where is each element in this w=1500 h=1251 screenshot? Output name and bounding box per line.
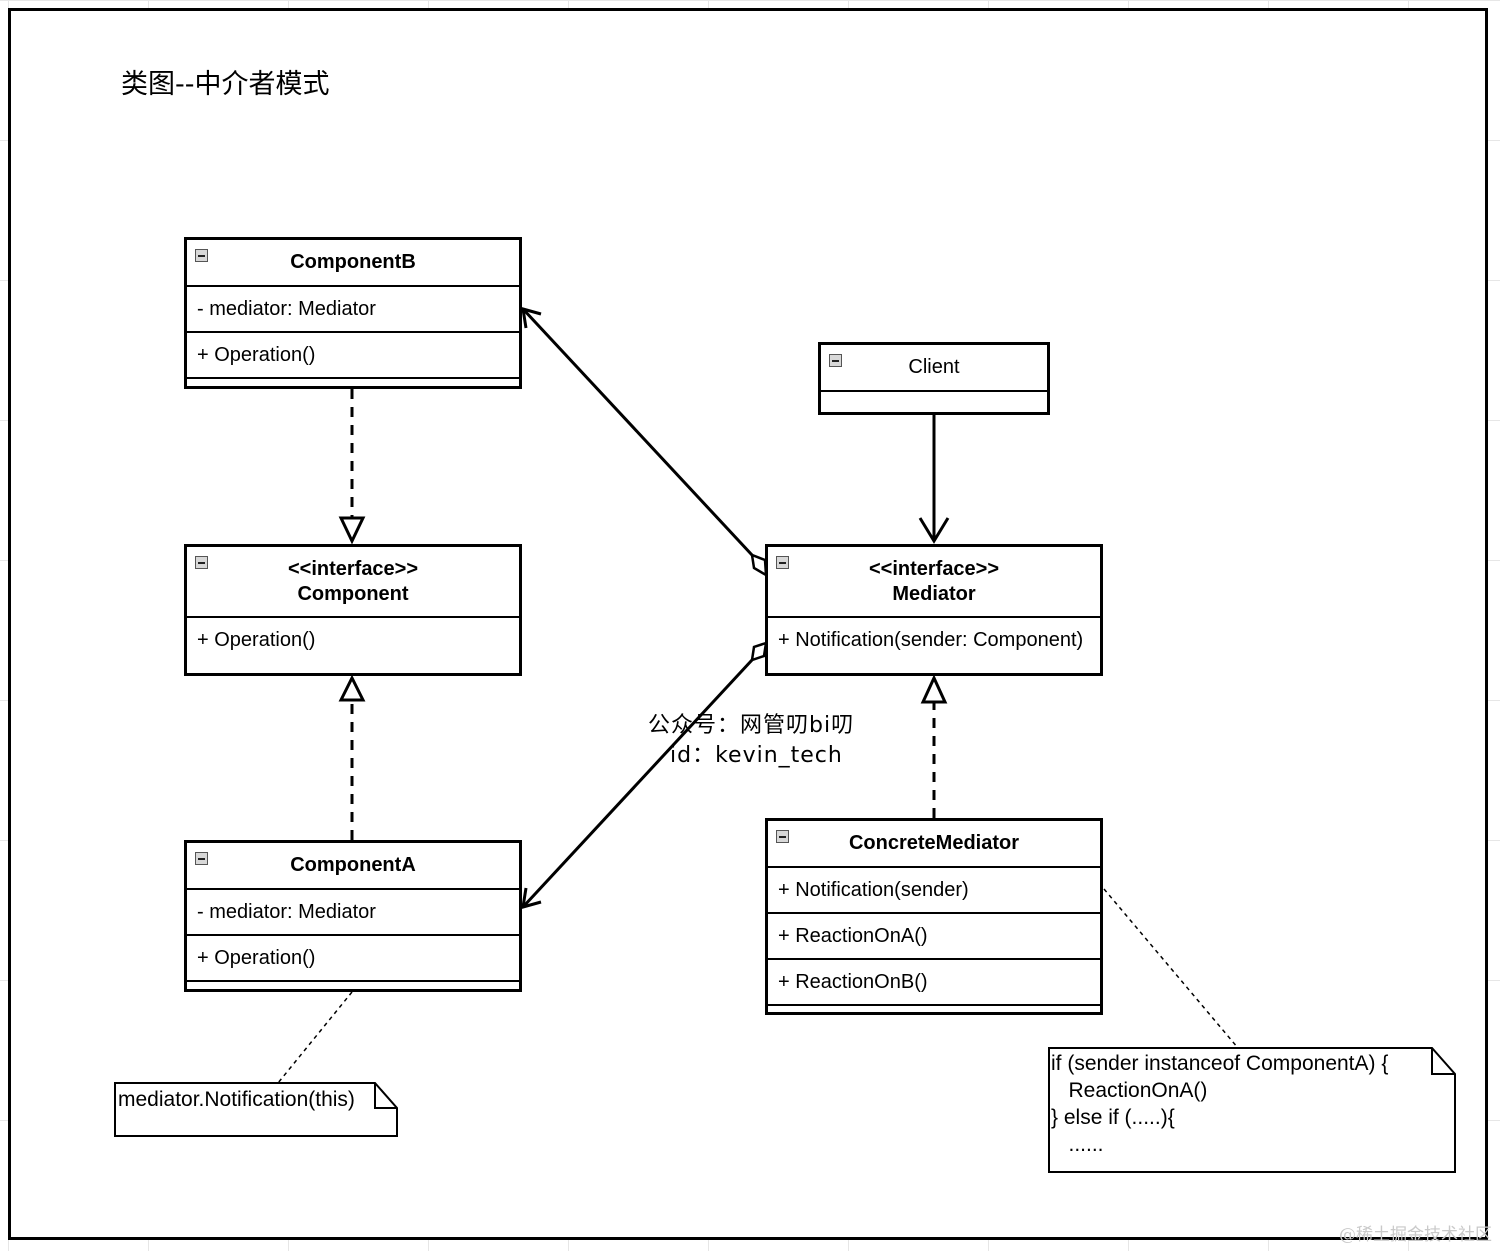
collapse-icon[interactable]	[195, 556, 208, 569]
class-stereotype: <<interface>>	[868, 557, 1000, 580]
note-line: if (sender instanceof ComponentA) {	[1051, 1052, 1389, 1075]
realization-componentb-to-component	[338, 389, 366, 545]
operation-row: + ReactionOnB()	[768, 960, 1100, 1006]
diagram-title: 类图--中介者模式	[121, 69, 330, 100]
collapse-icon[interactable]	[195, 852, 208, 865]
note-anchor-componenta	[277, 991, 353, 1084]
watermark-id: id：kevin_tech	[670, 743, 843, 768]
class-name: ComponentA	[290, 854, 416, 876]
collapse-icon[interactable]	[776, 830, 789, 843]
class-componenta[interactable]: ComponentA - mediator: Mediator + Operat…	[184, 840, 522, 992]
class-header: ComponentB	[187, 240, 519, 287]
class-mediator-interface[interactable]: <<interface>> Mediator + Notification(se…	[765, 544, 1103, 676]
operation-row: + Operation()	[187, 333, 519, 379]
class-componentb[interactable]: ComponentB - mediator: Mediator + Operat…	[184, 237, 522, 389]
class-footer	[187, 379, 519, 388]
attribute-row: - mediator: Mediator	[187, 287, 519, 333]
note-componenta-text: mediator.Notification(this)	[118, 1088, 355, 1111]
operation-row: + Notification(sender: Component)	[778, 629, 1084, 651]
class-name: ComponentB	[290, 251, 416, 273]
class-component-interface[interactable]: <<interface>> Component + Operation()	[184, 544, 522, 676]
note-shape-concretemediator	[1048, 1047, 1456, 1173]
class-footer	[187, 982, 519, 991]
operation-row: + Operation()	[197, 629, 316, 651]
corner-watermark: @稀土掘金技术社区	[1339, 1225, 1492, 1245]
class-name: Client	[908, 356, 960, 378]
class-stereotype: <<interface>>	[287, 557, 419, 580]
watermark-account: 公众号：网管叨bi叨	[648, 713, 855, 738]
collapse-icon[interactable]	[195, 249, 208, 262]
operation-row: + Notification(sender)	[768, 868, 1100, 914]
realization-concretemediator-to-mediator	[920, 674, 948, 818]
note-line: ReactionOnA()	[1051, 1079, 1208, 1102]
aggregation-mediator-to-componentb	[521, 306, 768, 578]
note-shape-componenta	[114, 1082, 398, 1137]
note-anchor-concretemediator	[1103, 888, 1239, 1049]
class-header: ComponentA	[187, 843, 519, 890]
class-client[interactable]: Client	[818, 342, 1050, 415]
class-header: <<interface>> Component	[187, 547, 519, 618]
class-header: Client	[821, 345, 1047, 392]
class-footer	[768, 1006, 1100, 1015]
collapse-icon[interactable]	[776, 556, 789, 569]
operation-row: + ReactionOnA()	[768, 914, 1100, 960]
note-line: ......	[1051, 1133, 1104, 1156]
class-header: <<interface>> Mediator	[768, 547, 1100, 618]
class-header: ConcreteMediator	[768, 821, 1100, 868]
class-name: Mediator	[892, 582, 976, 605]
class-name: Component	[297, 582, 409, 605]
operation-row: + Operation()	[187, 936, 519, 982]
realization-componenta-to-component	[338, 674, 366, 840]
association-client-to-mediator	[918, 414, 950, 544]
class-name: ConcreteMediator	[848, 832, 1020, 854]
aggregation-mediator-to-componenta	[521, 641, 768, 910]
class-concretemediator[interactable]: ConcreteMediator + Notification(sender) …	[765, 818, 1103, 1015]
note-line: } else if (.....){	[1051, 1106, 1175, 1129]
attribute-row: - mediator: Mediator	[187, 890, 519, 936]
collapse-icon[interactable]	[829, 354, 842, 367]
